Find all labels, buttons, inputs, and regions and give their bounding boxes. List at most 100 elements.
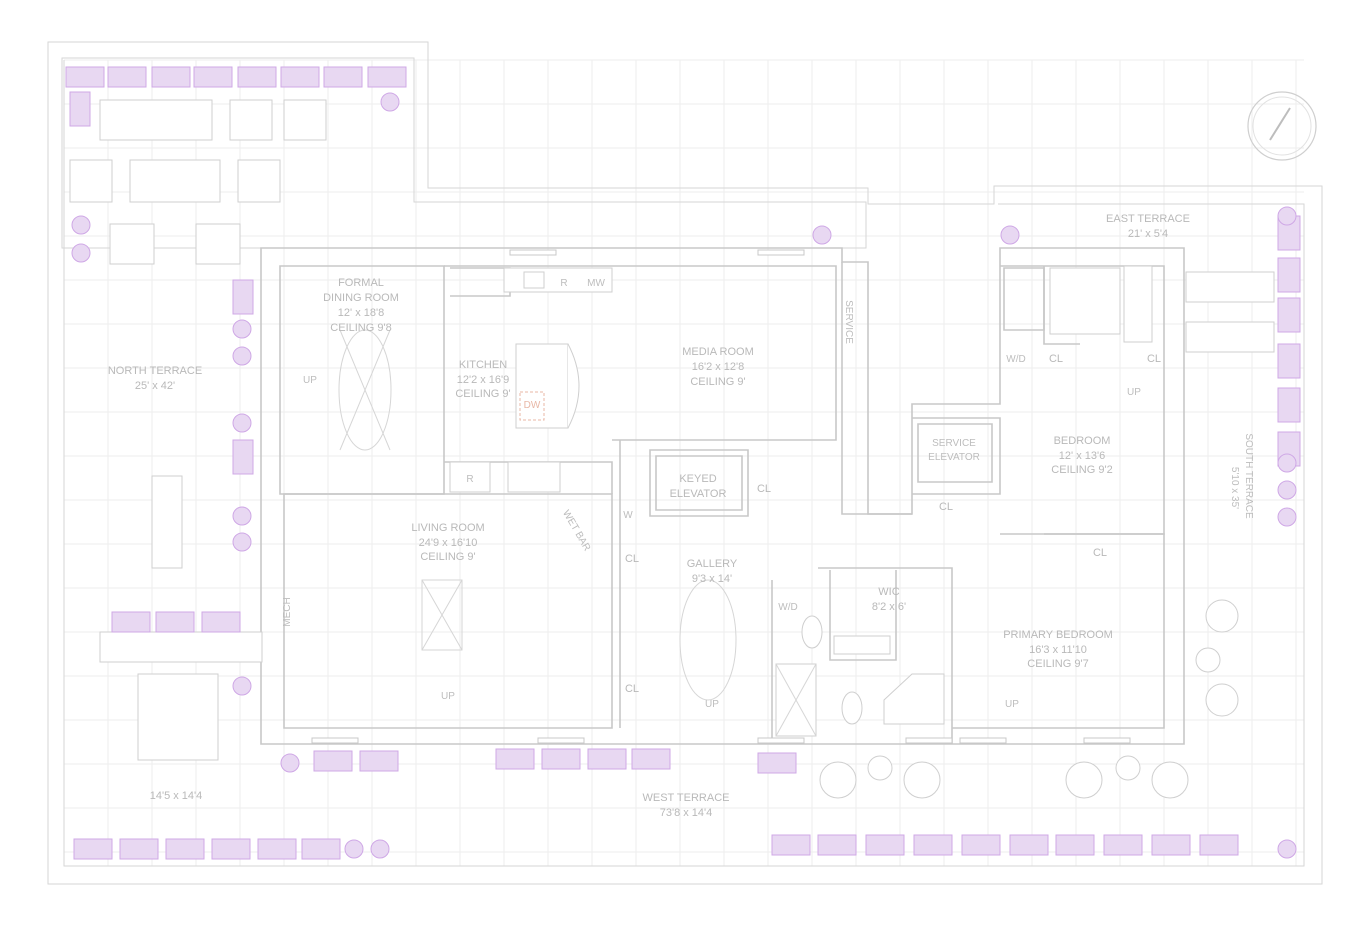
planter-box [1277, 343, 1301, 379]
planter-pot [1000, 225, 1020, 245]
wet-bar-label: WET BAR [560, 508, 592, 553]
service-elevator-label-2: ELEVATOR [928, 452, 980, 463]
planter-box [817, 834, 857, 856]
window [757, 737, 805, 744]
up-label-north: UP [303, 375, 317, 386]
east-terrace-dims: 21' x 5'4 [1128, 228, 1168, 240]
planter-pot [71, 215, 91, 235]
planter-box [111, 611, 151, 633]
kitchen-dims: 12'2 x 16'9 [457, 374, 510, 386]
planter-pot [812, 225, 832, 245]
living-room-ceiling: CEILING 9' [420, 551, 475, 563]
keyed-elevator-label-1: KEYED [679, 473, 716, 485]
up-label-bedroom: UP [1127, 387, 1141, 398]
planter-box [155, 611, 195, 633]
keyed-elevator-label-2: ELEVATOR [670, 488, 727, 500]
kitchen-fixtures [449, 267, 613, 493]
planter-pot [380, 92, 400, 112]
primary-bedroom-ceiling: CEILING 9'7 [1027, 658, 1088, 670]
window [509, 249, 557, 256]
planter-box [1277, 257, 1301, 293]
formal-dining-dims: 12' x 18'8 [338, 307, 384, 319]
media-room-ceiling: CEILING 9' [690, 376, 745, 388]
media-room-dims: 16'2 x 12'8 [692, 361, 745, 373]
planter-pot [71, 243, 91, 263]
planter-pot [232, 413, 252, 433]
bath-fixtures [775, 265, 1153, 737]
up-label-gallery: UP [705, 699, 719, 710]
up-label-living: UP [441, 691, 455, 702]
terrace-rail-west [63, 60, 1305, 867]
south-terrace-dims: 5'10 x 35' [1229, 467, 1240, 509]
planter-box [1277, 387, 1301, 423]
planter-box [165, 838, 205, 860]
planter-pot [1277, 453, 1297, 473]
up-label-primary: UP [1005, 699, 1019, 710]
terrace-grid [63, 59, 1304, 866]
planter-box [323, 66, 363, 88]
closet-label-hall: CL [939, 501, 953, 513]
north-terrace-dims: 25' x 42' [135, 380, 175, 392]
east-terrace-name: EAST TERRACE [1106, 213, 1190, 225]
bedroom-ceiling: CEILING 9'2 [1051, 464, 1112, 476]
terrace-furniture [69, 99, 1275, 799]
compass-rose [1247, 91, 1317, 161]
kitchen-ceiling: CEILING 9' [455, 388, 510, 400]
planter-pot [1277, 480, 1297, 500]
planter-box [359, 750, 399, 772]
formal-dining-ceiling: CEILING 9'8 [330, 322, 391, 334]
gallery-name: GALLERY [687, 558, 738, 570]
window [537, 737, 585, 744]
wd-label-bedroom: W/D [1006, 354, 1025, 365]
planter-box [73, 838, 113, 860]
service-label: SERVICE [843, 300, 854, 344]
outer-terrace-boundary [47, 41, 1323, 885]
wine-label: W [623, 510, 633, 521]
planter-box [237, 66, 277, 88]
west-terrace-name: WEST TERRACE [643, 792, 730, 804]
planter-pot [1277, 507, 1297, 527]
closet-label-bedroom-2: CL [1147, 353, 1161, 365]
closet-label-gallery: CL [757, 483, 771, 495]
mw-label: MW [587, 278, 605, 289]
wic-name: WIC [878, 586, 899, 598]
planter-pot [232, 532, 252, 552]
planter-box [65, 66, 105, 88]
planter-box [107, 66, 147, 88]
planter-box [961, 834, 1001, 856]
service-elevator-label-1: SERVICE [932, 438, 976, 449]
north-terrace-name: NORTH TERRACE [108, 365, 202, 377]
planter-box [1009, 834, 1049, 856]
sw-terrace-dims: 14'5 x 14'4 [150, 790, 203, 802]
planter-pot [1277, 206, 1297, 226]
planter-pot [280, 753, 300, 773]
media-room-name: MEDIA ROOM [682, 346, 754, 358]
planter-box [119, 838, 159, 860]
planter-box [1055, 834, 1095, 856]
planter-box [280, 66, 320, 88]
formal-dining-name-2: DINING ROOM [323, 292, 399, 304]
fridge-label: R [560, 278, 567, 289]
formal-dining-name: FORMAL [338, 277, 384, 289]
bedroom-name: BEDROOM [1054, 435, 1111, 447]
planter-box [771, 834, 811, 856]
planter-pot [232, 346, 252, 366]
planter-pot [232, 506, 252, 526]
window [959, 737, 1007, 744]
planter-pot [232, 676, 252, 696]
planter-pot [232, 319, 252, 339]
wd-label-bath: W/D [778, 602, 797, 613]
living-room-name: LIVING ROOM [411, 522, 484, 534]
interior-walls [279, 262, 1165, 744]
planter-box [757, 752, 797, 774]
window [1083, 737, 1131, 744]
primary-bedroom-dims: 16'3 x 11'10 [1029, 644, 1087, 656]
planter-box [631, 748, 671, 770]
planter-box [301, 838, 341, 860]
planter-box [232, 279, 254, 315]
window [905, 737, 953, 744]
planter-box [1199, 834, 1239, 856]
inner-terrace-rail [61, 57, 867, 249]
closet-label-primary: CL [1093, 547, 1107, 559]
